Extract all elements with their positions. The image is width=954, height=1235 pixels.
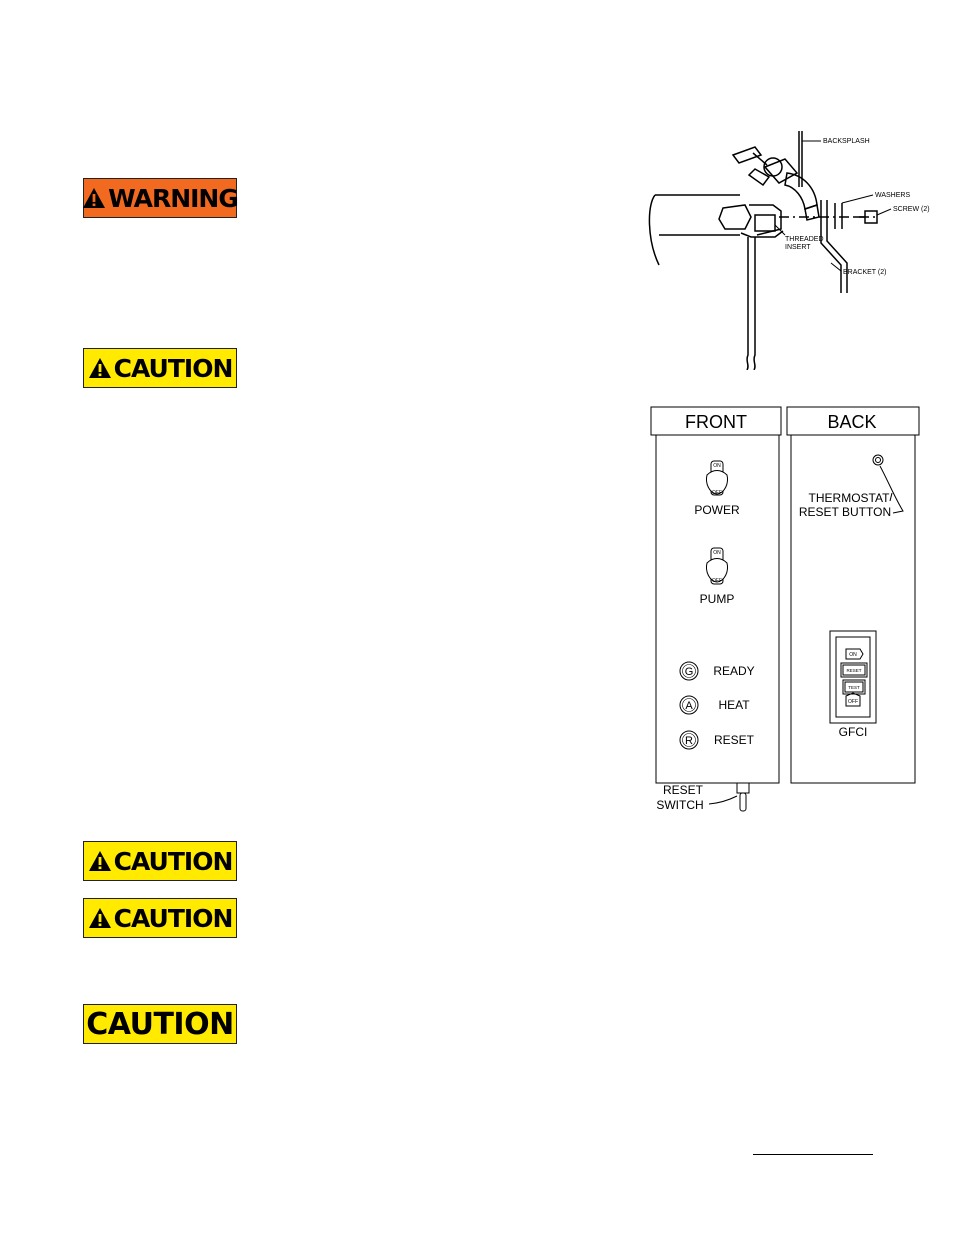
washers-callout: WASHERS: [875, 192, 910, 199]
gfci-off-text: OFF: [848, 699, 858, 705]
power-off-text: OFF: [712, 490, 722, 496]
warning-text: WARNING: [108, 183, 239, 213]
threaded-callout: THREADED: [785, 236, 824, 243]
caution-label-2: CAUTION: [83, 841, 237, 881]
warning-triangle-icon: [83, 188, 106, 208]
gfci-on-text: ON: [849, 652, 857, 658]
blank-underline: [753, 1154, 873, 1155]
reset-toggle-switch-icon: [708, 782, 750, 812]
caution-triangle-icon: [88, 908, 111, 928]
back-title: BACK: [827, 412, 876, 432]
faucet-mounting-diagram: BACKSPLASH WASHERS SCREW (2) THREADED IN…: [648, 131, 930, 370]
pump-on-text: ON: [713, 550, 721, 556]
reset-light-letter: R: [685, 735, 693, 747]
heat-light-icon: [679, 695, 699, 715]
ready-label: READY: [713, 664, 754, 678]
ready-light-icon: [679, 661, 699, 681]
warning-label: WARNING: [83, 178, 239, 218]
reset-label: RESET: [714, 733, 755, 747]
pump-label: PUMP: [700, 592, 735, 606]
heat-light-letter: A: [685, 700, 693, 712]
front-title: FRONT: [685, 412, 747, 432]
caution-label-1: CAUTION: [83, 348, 237, 388]
pump-switch-icon: [706, 547, 728, 585]
gfci-label: GFCI: [839, 725, 868, 739]
thermostat-reset-button-icon: [872, 454, 904, 514]
insert-callout: INSERT: [785, 244, 811, 251]
control-panel-diagram: FRONT BACK ON OFF POWER ON OFF PUMP G RE…: [650, 406, 920, 812]
bracket-callout: BRACKET (2): [843, 269, 886, 276]
caution-triangle-icon: [88, 358, 111, 378]
heat-label: HEAT: [718, 698, 750, 712]
gfci-outlet-icon: [829, 630, 877, 724]
screw-callout: SCREW (2): [893, 206, 930, 213]
reset-switch-label-2: SWITCH: [656, 798, 703, 812]
power-on-text: ON: [713, 463, 721, 469]
caution-label-3: CAUTION: [83, 898, 237, 938]
power-label: POWER: [694, 503, 740, 517]
backsplash-callout: BACKSPLASH: [823, 138, 870, 145]
caution-text: CAUTION: [86, 1006, 234, 1042]
reset-light-icon: [679, 730, 699, 750]
thermostat-label-2: RESET BUTTON: [799, 505, 891, 519]
caution-triangle-icon: [88, 851, 111, 871]
caution-text: CAUTION: [113, 353, 234, 383]
pump-off-text: OFF: [712, 578, 722, 584]
reset-switch-label-1: RESET: [663, 783, 704, 797]
caution-label-4: CAUTION: [83, 1004, 237, 1044]
power-switch-icon: [706, 460, 728, 496]
caution-text: CAUTION: [113, 846, 234, 876]
thermostat-label-1: THERMOSTAT: [809, 491, 891, 505]
gfci-test-text: TEST: [848, 685, 860, 690]
caution-text: CAUTION: [113, 903, 234, 933]
ready-light-letter: G: [685, 666, 694, 678]
gfci-reset-text: RESET: [846, 668, 861, 673]
